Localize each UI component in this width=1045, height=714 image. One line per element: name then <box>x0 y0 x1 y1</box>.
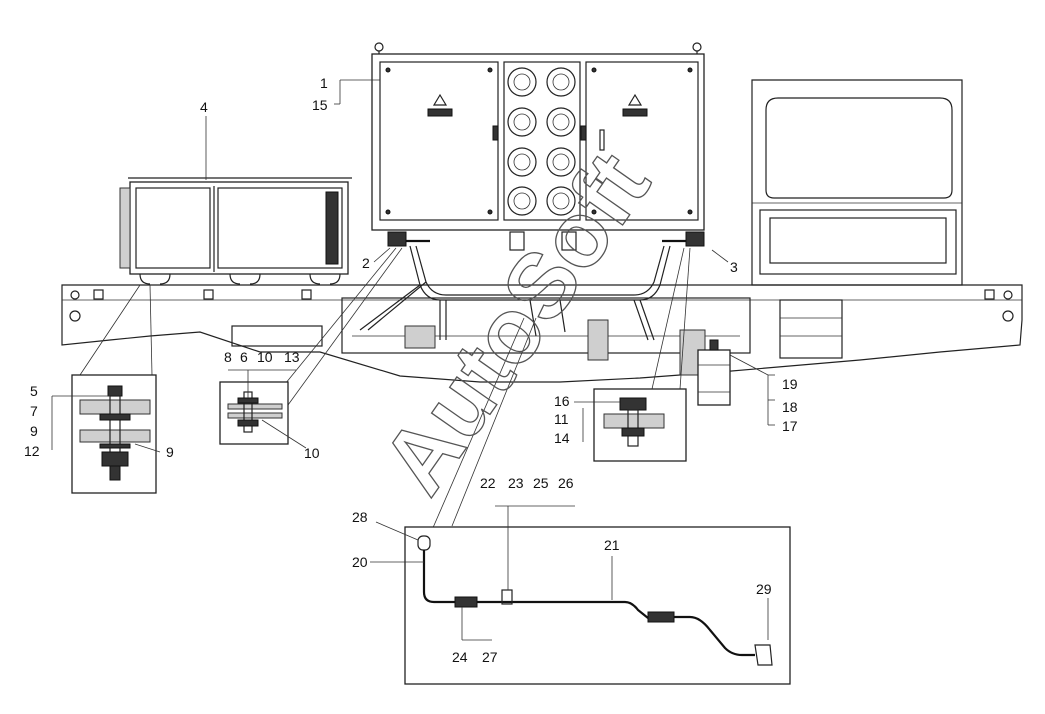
callout-labels: 1 15 4 2 3 5 7 9 12 9 8 6 10 13 10 16 11… <box>24 75 798 665</box>
callout-12: 12 <box>24 443 40 459</box>
callout-7: 7 <box>30 403 38 419</box>
storage-box <box>119 177 352 285</box>
callout-27: 27 <box>482 649 498 665</box>
detail-hose-assembly <box>370 505 791 685</box>
detail-bolt-box-mount <box>51 374 161 494</box>
callout-9: 9 <box>30 423 38 439</box>
callout-17: 17 <box>782 418 798 434</box>
callout-14: 14 <box>554 430 570 446</box>
callout-29: 29 <box>756 581 772 597</box>
callout-28: 28 <box>352 509 368 525</box>
callout-26: 26 <box>558 475 574 491</box>
callout-21: 21 <box>604 537 620 553</box>
callout-2: 2 <box>362 255 370 271</box>
filter-canister <box>697 339 775 426</box>
callout-13: 13 <box>284 349 300 365</box>
callout-24: 24 <box>452 649 468 665</box>
callout-8: 8 <box>224 349 232 365</box>
callout-11: 11 <box>554 411 569 427</box>
detail-clamp-bolt <box>219 369 307 449</box>
callout-5: 5 <box>30 383 38 399</box>
callout-4: 4 <box>200 99 208 115</box>
callout-9-right: 9 <box>166 444 174 460</box>
callout-22: 22 <box>480 475 496 491</box>
cooling-fans <box>507 67 576 216</box>
callout-10-lower: 10 <box>304 445 320 461</box>
detail-mount-bolt <box>574 388 687 462</box>
chassis-frame <box>61 284 1023 383</box>
leader-lines <box>79 79 729 531</box>
callout-23: 23 <box>508 475 524 491</box>
hose-routing <box>359 245 671 341</box>
callout-18: 18 <box>782 399 798 415</box>
warning-triangle-icon <box>432 93 643 106</box>
callout-1: 1 <box>320 75 328 91</box>
callout-25: 25 <box>533 475 549 491</box>
callout-6: 6 <box>240 349 248 365</box>
power-unit-cabinet <box>371 42 705 251</box>
callout-10: 10 <box>257 349 273 365</box>
callout-19: 19 <box>782 376 798 392</box>
callout-3: 3 <box>730 259 738 275</box>
callout-15: 15 <box>312 97 328 113</box>
truck-cab <box>751 79 963 359</box>
callout-16: 16 <box>554 393 570 409</box>
callout-20: 20 <box>352 554 368 570</box>
